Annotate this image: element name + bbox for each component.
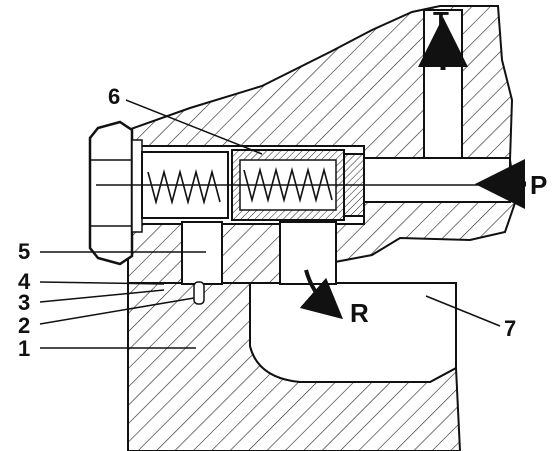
leader-7	[425, 295, 501, 327]
outer-spring	[147, 168, 221, 206]
cross-channel-left	[181, 221, 223, 285]
pressure-channel	[359, 157, 511, 203]
leader-4	[39, 281, 165, 285]
callout-4: 4	[18, 269, 31, 294]
callout-2: 2	[18, 313, 30, 338]
washer	[131, 139, 143, 233]
port-label-tank: T	[433, 6, 449, 36]
leader-2	[39, 297, 195, 325]
hex-nut	[88, 120, 134, 266]
pin	[193, 281, 205, 305]
callout-1: 1	[18, 336, 30, 361]
return-flow-arrow	[299, 269, 344, 320]
leader-6	[125, 99, 263, 155]
callout-3: 3	[18, 290, 30, 315]
callout-5: 5	[18, 239, 30, 264]
port-label-return: R	[350, 298, 369, 328]
leader-3	[39, 289, 165, 303]
port-label-pressure: P	[530, 170, 547, 200]
callout-7: 7	[504, 316, 516, 341]
callout-6: 6	[108, 84, 120, 109]
